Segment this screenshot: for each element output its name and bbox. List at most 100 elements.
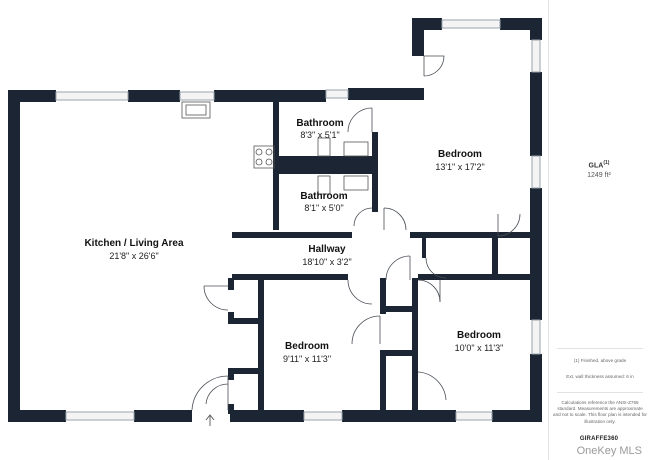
- door-arc: [203, 285, 229, 311]
- wall-closet-left: [228, 368, 234, 380]
- wall-bedroom-divider: [258, 278, 264, 412]
- wall-bedroom-left: [412, 18, 424, 56]
- entry-arrow-icon: [205, 414, 215, 426]
- wall-hall-bottom: [418, 274, 530, 280]
- wall-left: [8, 90, 20, 422]
- windows: [55, 19, 541, 421]
- interior-walls: [228, 100, 530, 414]
- gla-title: GLA(1): [549, 160, 649, 169]
- divider: [557, 392, 643, 393]
- window: [531, 319, 541, 355]
- door-arc: [351, 315, 381, 345]
- door-arc: [347, 107, 373, 133]
- room-dims-bathroom-1: 8'3" x 5'1": [300, 130, 339, 140]
- gla-value: 1249 ft²: [587, 172, 611, 180]
- watermark: OneKey MLS: [576, 445, 642, 457]
- door-arc: [425, 257, 447, 279]
- toilet-icon: [317, 175, 331, 195]
- kitchen-sink-basin: [185, 104, 207, 116]
- bath-sink-icon: [343, 175, 369, 191]
- door-arc: [205, 383, 229, 405]
- door-arc: [347, 279, 373, 305]
- window: [65, 411, 135, 421]
- room-dims-bedroom-2: 9'11" x 11'3": [283, 354, 331, 364]
- room-name-bedroom-1: Bedroom: [438, 149, 482, 160]
- burner-icon: [265, 148, 273, 156]
- wall-bedroom-divider: [412, 278, 418, 412]
- window: [303, 411, 343, 421]
- window: [179, 91, 215, 101]
- door-arc: [385, 255, 411, 281]
- room-dims-bathroom-2: 8'1" x 5'0": [304, 203, 343, 213]
- wall-closet: [382, 306, 416, 312]
- wall-bedroom-top: [500, 18, 542, 30]
- wall-top-segment: [128, 90, 180, 102]
- wall-bottom-segment: [492, 410, 542, 422]
- window: [325, 89, 349, 99]
- wall-hall-bottom: [232, 274, 348, 280]
- wall-closet: [382, 350, 416, 356]
- wall-right-segment: [530, 354, 542, 422]
- door-arc: [417, 279, 441, 303]
- door-arc: [383, 207, 407, 231]
- fixtures: [181, 101, 369, 195]
- gla-footnote-marker: (1): [603, 160, 610, 166]
- room-dims-bedroom-3: 10'0" x 11'3": [455, 343, 504, 353]
- door-leaves: [204, 56, 499, 410]
- wall-bath-right: [372, 132, 378, 212]
- wall-right-segment: [530, 188, 542, 320]
- burner-icon: [255, 158, 263, 166]
- kitchen-sink-icon: [181, 101, 211, 119]
- wall-top-segment: [214, 90, 326, 102]
- room-name-bathroom-2: Bathroom: [300, 191, 347, 202]
- wall-bottom-segment: [230, 410, 304, 422]
- room-dims-kitchen-living: 21'8" x 26'6": [109, 251, 158, 261]
- window: [441, 19, 501, 29]
- wall-closet: [492, 236, 498, 276]
- brand-logo: GIRAFFE360: [579, 436, 619, 442]
- door-arc: [353, 207, 373, 227]
- divider: [557, 348, 643, 349]
- door-arc: [497, 213, 521, 237]
- room-dims-hallway: 18'10" x 3'2": [302, 257, 351, 267]
- wall-closet-left: [228, 368, 260, 374]
- room-name-bedroom-3: Bedroom: [457, 330, 501, 341]
- wall-bath-divider: [276, 156, 378, 174]
- wall-bedroom-divider: [380, 278, 386, 314]
- window: [55, 91, 129, 101]
- wall-closet: [422, 238, 426, 258]
- window: [531, 155, 541, 189]
- burner-icon: [255, 148, 263, 156]
- door-arc: [191, 375, 229, 411]
- room-name-hallway: Hallway: [308, 244, 346, 255]
- wall-bottom-segment: [134, 410, 192, 422]
- note-finished: (1) Finished, above grade: [573, 358, 627, 363]
- wall-right-segment: [530, 72, 542, 156]
- wall-closet-left: [228, 318, 260, 324]
- wall-bottom-segment: [342, 410, 456, 422]
- room-name-bathroom-1: Bathroom: [296, 118, 343, 129]
- room-dims-bedroom-1: 13'1" x 17'2": [435, 162, 484, 172]
- disclaimer: Calculations reference the ANSI-Z765 sta…: [553, 400, 647, 424]
- doors: [191, 55, 521, 411]
- window: [455, 411, 493, 421]
- floor-plan: Kitchen / Living Area 21'8" x 26'6" Bath…: [8, 18, 542, 426]
- door-arc: [417, 371, 447, 401]
- gla-label: GLA: [588, 162, 604, 170]
- toilet-icon: [317, 137, 331, 157]
- wall-hall-top: [410, 232, 530, 238]
- gla-block: GLA(1) 1249 ft²: [549, 160, 649, 179]
- note-wall-thickness: Ext. wall thickness assumed: 6 in: [566, 374, 634, 379]
- walls: [8, 18, 542, 422]
- wall-bottom-segment: [8, 410, 66, 422]
- wall-closet-left: [228, 404, 234, 414]
- window: [531, 39, 541, 73]
- door-arc: [423, 55, 445, 77]
- info-sidebar: GLA(1) 1249 ft² (1) Finished, above grad…: [548, 0, 650, 460]
- wall-top-segment: [348, 88, 424, 100]
- room-name-bedroom-2: Bedroom: [285, 341, 329, 352]
- wall-closet-left: [228, 278, 234, 290]
- stove-icon: [253, 145, 275, 169]
- wall-hall-top: [232, 232, 352, 238]
- room-name-kitchen-living: Kitchen / Living Area: [84, 238, 184, 249]
